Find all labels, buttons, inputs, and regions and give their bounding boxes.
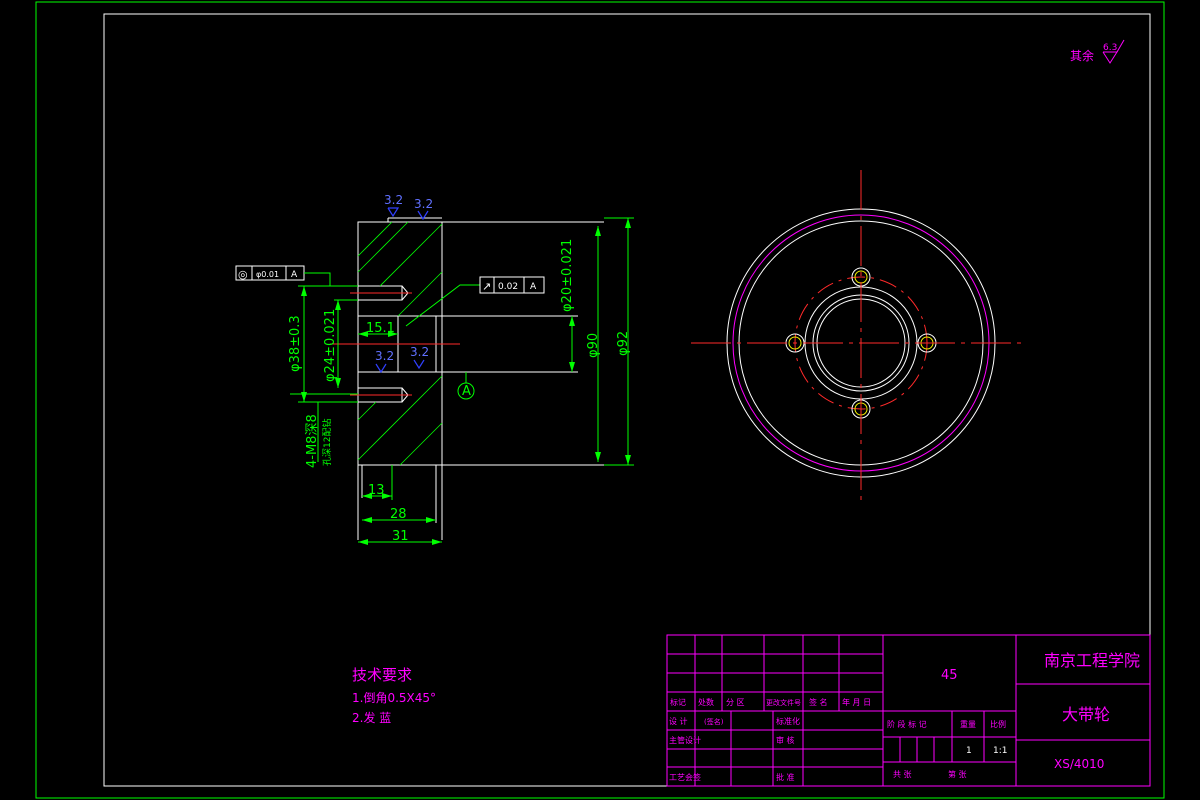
rev-h-5: 签 名 [809, 697, 828, 707]
rev-h-2: 处数 [698, 697, 714, 707]
section-view [330, 217, 604, 540]
stage-h-1: 阶 段 标 记 [887, 719, 927, 729]
front-view [691, 170, 1021, 506]
roughness-value: 6.3 [1103, 43, 1117, 53]
dim-d20: φ20±0.021 [560, 239, 575, 312]
scale: 1:1 [993, 746, 1007, 756]
material: 45 [941, 668, 958, 683]
title-block: 标记 处数 分 区 更改文件号 签 名 年 月 日 设 计 (签名) 标准化 主… [666, 634, 1151, 787]
stage-h-3: 比例 [990, 719, 1006, 729]
dim-d38: φ38±0.3 [288, 315, 303, 372]
dim-d92: φ92 [616, 331, 631, 356]
dim-thread-sub: 孔深12配钻 [321, 419, 333, 466]
dim-w28: 28 [390, 507, 407, 522]
stage-h-2: 重量 [960, 719, 976, 729]
datum-label: A [462, 384, 471, 399]
drawing-number: XS/4010 [1054, 757, 1104, 771]
runout-value: 0.02 [498, 282, 518, 292]
row-2-role: 主管设计 [669, 735, 701, 745]
dimensions: φ38±0.3 φ24±0.021 4-M8深8 孔深12配钻 φ20±0.02… [288, 217, 634, 545]
surface-marks: 3.2 3.2 3.2 3.2 [375, 193, 433, 374]
runout-datum: A [530, 282, 537, 292]
sheet-no: 第 张 [948, 769, 967, 779]
roughness-symbol [1102, 51, 1118, 64]
dim-w15: 15.1 [366, 321, 395, 336]
surface-mark-3: 3.2 [375, 349, 394, 363]
concentricity-frame: ◎ φ0.01 A [235, 265, 331, 286]
part-name: 大带轮 [1062, 705, 1110, 724]
dim-w31: 31 [392, 529, 409, 544]
general-roughness-note: 其余 6.3 [1070, 39, 1125, 64]
runout-symbol: ↗ [482, 280, 491, 293]
concentricity-value: φ0.01 [256, 270, 279, 279]
concentricity-symbol: ◎ [238, 268, 248, 281]
row-1-who: (签名) [704, 717, 724, 726]
rev-h-6: 年 月 日 [842, 697, 871, 707]
sheets-total: 共 张 [893, 770, 912, 779]
rev-h-1: 标记 [670, 697, 686, 707]
tech-title: 技术要求 [352, 666, 412, 684]
rev-h-3: 分 区 [726, 698, 745, 707]
roughness-label: 其余 [1070, 48, 1094, 63]
concentricity-datum: A [291, 270, 298, 280]
row-1-role: 设 计 [669, 716, 688, 726]
surface-mark-1: 3.2 [384, 193, 403, 207]
row-2-std: 审 核 [776, 735, 795, 745]
dim-d24: φ24±0.021 [323, 309, 338, 382]
tech-item-2: 2.发 蓝 [352, 710, 391, 725]
section-hatch [357, 221, 443, 466]
quantity: 1 [966, 746, 972, 756]
dim-d90: φ90 [586, 333, 601, 358]
dim-thread: 4-M8深8 [305, 414, 320, 468]
datum-a: A [457, 372, 475, 400]
tech-requirements: 技术要求 1.倒角0.5X45° 2.发 蓝 [352, 666, 436, 725]
outer-frame [35, 1, 1165, 799]
runout-frame: ↗ 0.02 A [479, 276, 545, 294]
surface-mark-4: 3.2 [410, 345, 429, 359]
row-1-std: 标准化 [776, 716, 800, 726]
row-3-std: 批 准 [776, 772, 795, 782]
tech-item-1: 1.倒角0.5X45° [352, 691, 436, 705]
surface-mark-2: 3.2 [414, 197, 433, 211]
inner-frame [103, 13, 1151, 787]
rev-h-4: 更改文件号 [766, 698, 801, 707]
dim-w13: 13 [368, 483, 385, 498]
school-name: 南京工程学院 [1044, 651, 1140, 670]
row-3-role: 工艺会签 [669, 772, 701, 782]
